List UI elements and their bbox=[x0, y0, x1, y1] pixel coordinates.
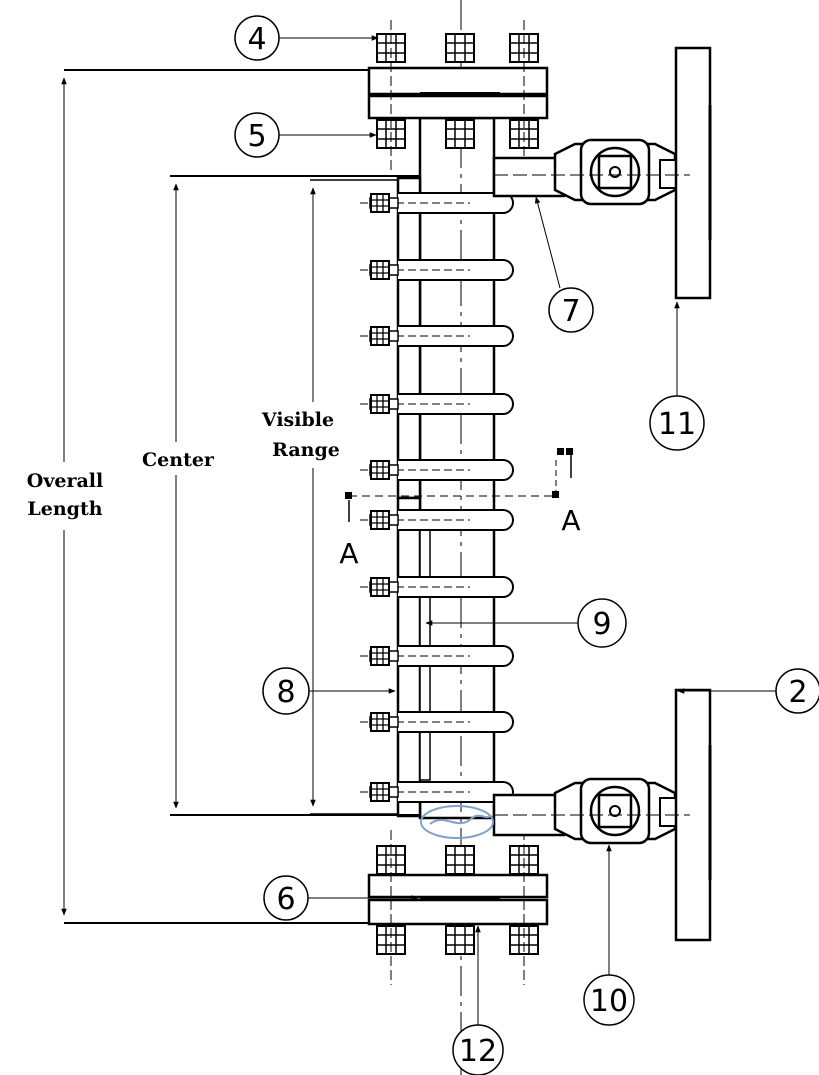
callout-4: 4 bbox=[247, 22, 266, 57]
section-label-left: A bbox=[339, 537, 358, 570]
callout-11: 11 bbox=[658, 407, 696, 442]
callout-10: 10 bbox=[590, 984, 628, 1019]
callout-6: 6 bbox=[276, 882, 295, 917]
u-bolt bbox=[360, 781, 514, 803]
callout-8: 8 bbox=[276, 675, 295, 710]
callout-7: 7 bbox=[561, 294, 580, 329]
section-line-a-a bbox=[345, 448, 573, 522]
bottom-valve-assembly bbox=[492, 688, 712, 942]
callout-9: 9 bbox=[592, 607, 611, 642]
callouts: 4 5 7 11 9 8 2 6 10 12 bbox=[234, 15, 819, 1075]
visible-label-line2: Range bbox=[272, 439, 340, 461]
center-label: Center bbox=[142, 449, 215, 471]
u-bolt bbox=[360, 509, 514, 531]
visible-label-line1: Visible bbox=[261, 409, 334, 431]
center-dimension bbox=[170, 175, 420, 816]
overall-label-line1: Overall bbox=[27, 470, 103, 492]
callout-12: 12 bbox=[459, 1034, 497, 1069]
u-bolt bbox=[360, 576, 514, 598]
u-bolt bbox=[360, 393, 514, 415]
u-bolt-rows bbox=[360, 192, 514, 803]
callout-2: 2 bbox=[788, 675, 807, 710]
overall-length-dimension bbox=[61, 69, 369, 924]
top-valve-assembly bbox=[492, 46, 712, 300]
u-bolt bbox=[360, 645, 514, 667]
top-flange bbox=[367, 20, 549, 170]
u-bolt bbox=[360, 192, 514, 214]
u-bolt bbox=[360, 259, 514, 281]
overall-label-line2: Length bbox=[27, 498, 102, 520]
section-label-right: A bbox=[561, 504, 580, 537]
u-bolt bbox=[360, 459, 514, 481]
u-bolt bbox=[360, 711, 514, 733]
bottom-flange bbox=[367, 830, 549, 985]
u-bolt bbox=[360, 325, 514, 347]
visible-range-dimension bbox=[310, 179, 398, 815]
callout-5: 5 bbox=[247, 119, 266, 154]
watermark-logo bbox=[420, 805, 494, 839]
